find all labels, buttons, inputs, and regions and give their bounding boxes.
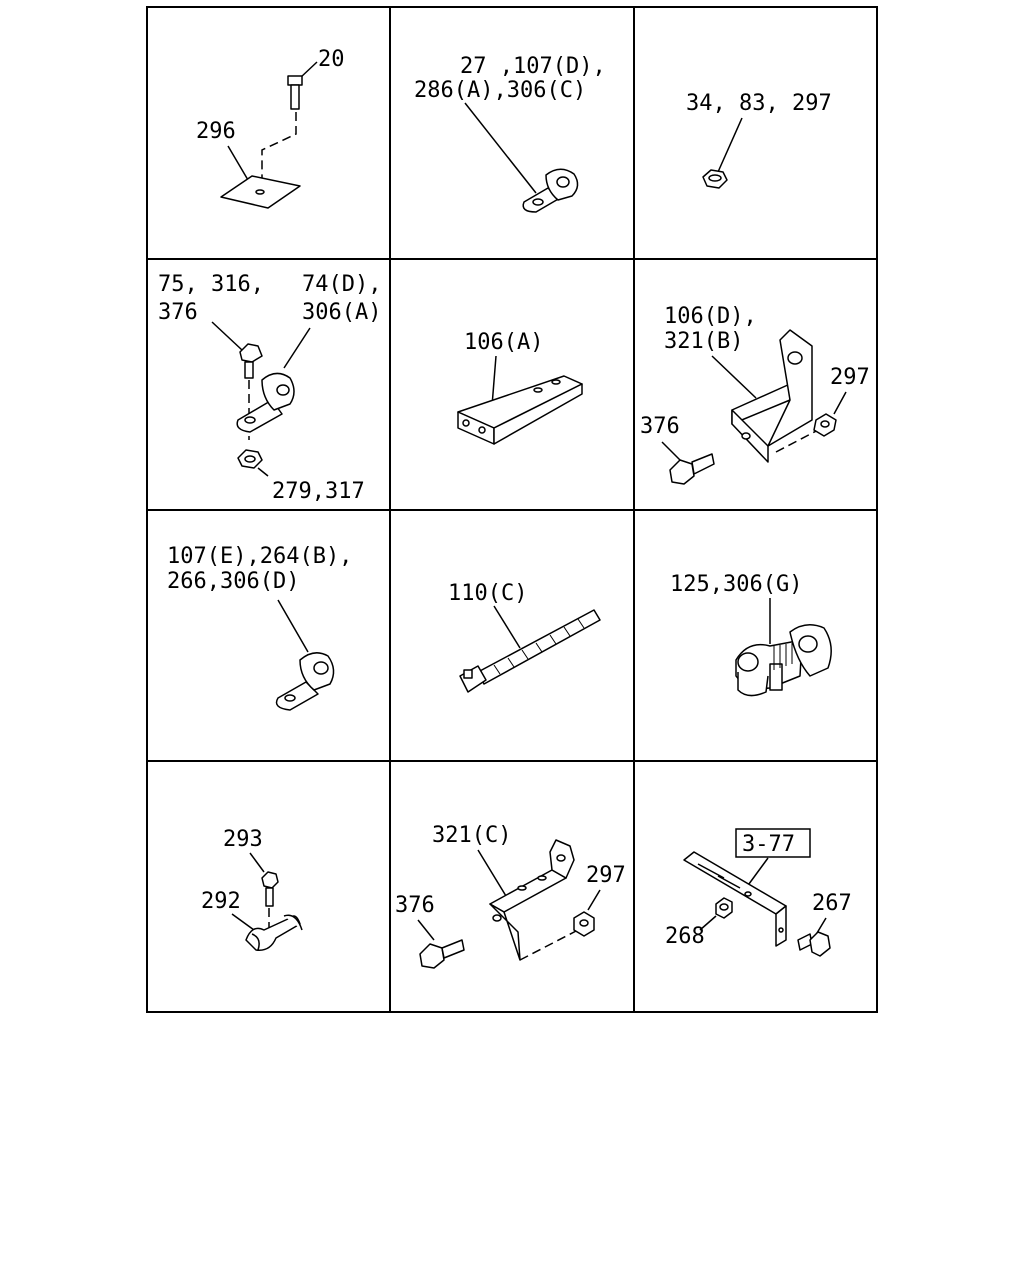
cell-double-clamp: 125,306(G) — [670, 572, 832, 697]
callout-label: 286(A),306(C) — [414, 78, 586, 103]
callout-label: 296 — [196, 119, 236, 144]
clamp-part — [236, 372, 295, 433]
callout-label: 279,317 — [272, 479, 365, 504]
nut-part — [813, 413, 837, 437]
tapered-bracket-part — [457, 375, 583, 445]
callout-label: 106(A) — [464, 330, 543, 355]
slotted-bracket-part — [683, 851, 787, 947]
bolt-part — [419, 939, 465, 969]
callout-label: 293 — [223, 827, 263, 852]
cell-clamp: 107(E),264(B), 266,306(D) — [167, 544, 352, 711]
reference-box — [735, 828, 811, 858]
callout-label: 27 ,107(D), — [460, 54, 606, 79]
callout-label: 321(C) — [432, 823, 511, 848]
callout-label: 376 — [158, 300, 198, 325]
double-clamp-part — [735, 624, 832, 697]
nut-part — [573, 911, 595, 937]
cell-tapered-bracket: 106(A) — [457, 330, 583, 445]
cell-plate-and-bolt: 20 296 — [196, 47, 345, 209]
reference-label: 3-77 — [742, 832, 795, 857]
callout-label: 107(E),264(B), — [167, 544, 352, 569]
flange-bolt-part — [239, 343, 263, 379]
p-clamp-part — [522, 168, 579, 213]
cell-p-clamp: 27 ,107(D), 286(A),306(C) — [414, 54, 606, 213]
callout-label: 74(D), — [302, 272, 381, 297]
callout-label: 267 — [812, 891, 852, 916]
z-bracket-part — [489, 839, 575, 961]
cell-z-bracket: 321(C) 297 376 — [395, 823, 626, 969]
callout-label: 268 — [665, 924, 705, 949]
callout-label: 266,306(D) — [167, 569, 299, 594]
nut-part — [715, 897, 733, 919]
callout-label: 20 — [318, 47, 345, 72]
callout-label: 106(D), — [664, 304, 757, 329]
cell-slotted-bracket: 3-77 267 268 — [665, 828, 852, 957]
cell-clamp-bolt-nut: 75, 316, 376 74(D), 306(A) 279,317 — [158, 272, 381, 504]
saddle-clamp-part — [245, 914, 303, 951]
hex-nut-part — [702, 169, 728, 189]
cable-tie-part — [459, 609, 601, 693]
bolt-part — [261, 871, 279, 907]
bolt-part — [797, 931, 831, 957]
cell-nut: 34, 83, 297 — [686, 91, 832, 189]
callout-label: 75, 316, — [158, 272, 264, 297]
bolt-part — [669, 453, 715, 485]
cell-l-bracket: 106(D), 321(B) 297 376 — [640, 304, 870, 485]
callout-label: 376 — [395, 893, 435, 918]
callout-label: 297 — [586, 863, 626, 888]
l-bracket-part — [731, 329, 813, 463]
callout-label: 292 — [201, 889, 241, 914]
callout-label: 321(B) — [664, 329, 743, 354]
cell-saddle-clamp: 293 292 — [201, 827, 303, 951]
callout-label: 110(C) — [448, 581, 527, 606]
cell-cable-tie: 110(C) — [448, 581, 601, 693]
clamp-part — [275, 652, 335, 711]
grid-frame — [146, 6, 878, 1013]
bolt-part — [287, 75, 303, 110]
callout-label: 34, 83, 297 — [686, 91, 832, 116]
callout-label: 297 — [830, 365, 870, 390]
flange-nut-part — [237, 449, 263, 469]
callout-label: 125,306(G) — [670, 572, 802, 597]
callout-label: 306(A) — [302, 300, 381, 325]
callout-label: 376 — [640, 414, 680, 439]
